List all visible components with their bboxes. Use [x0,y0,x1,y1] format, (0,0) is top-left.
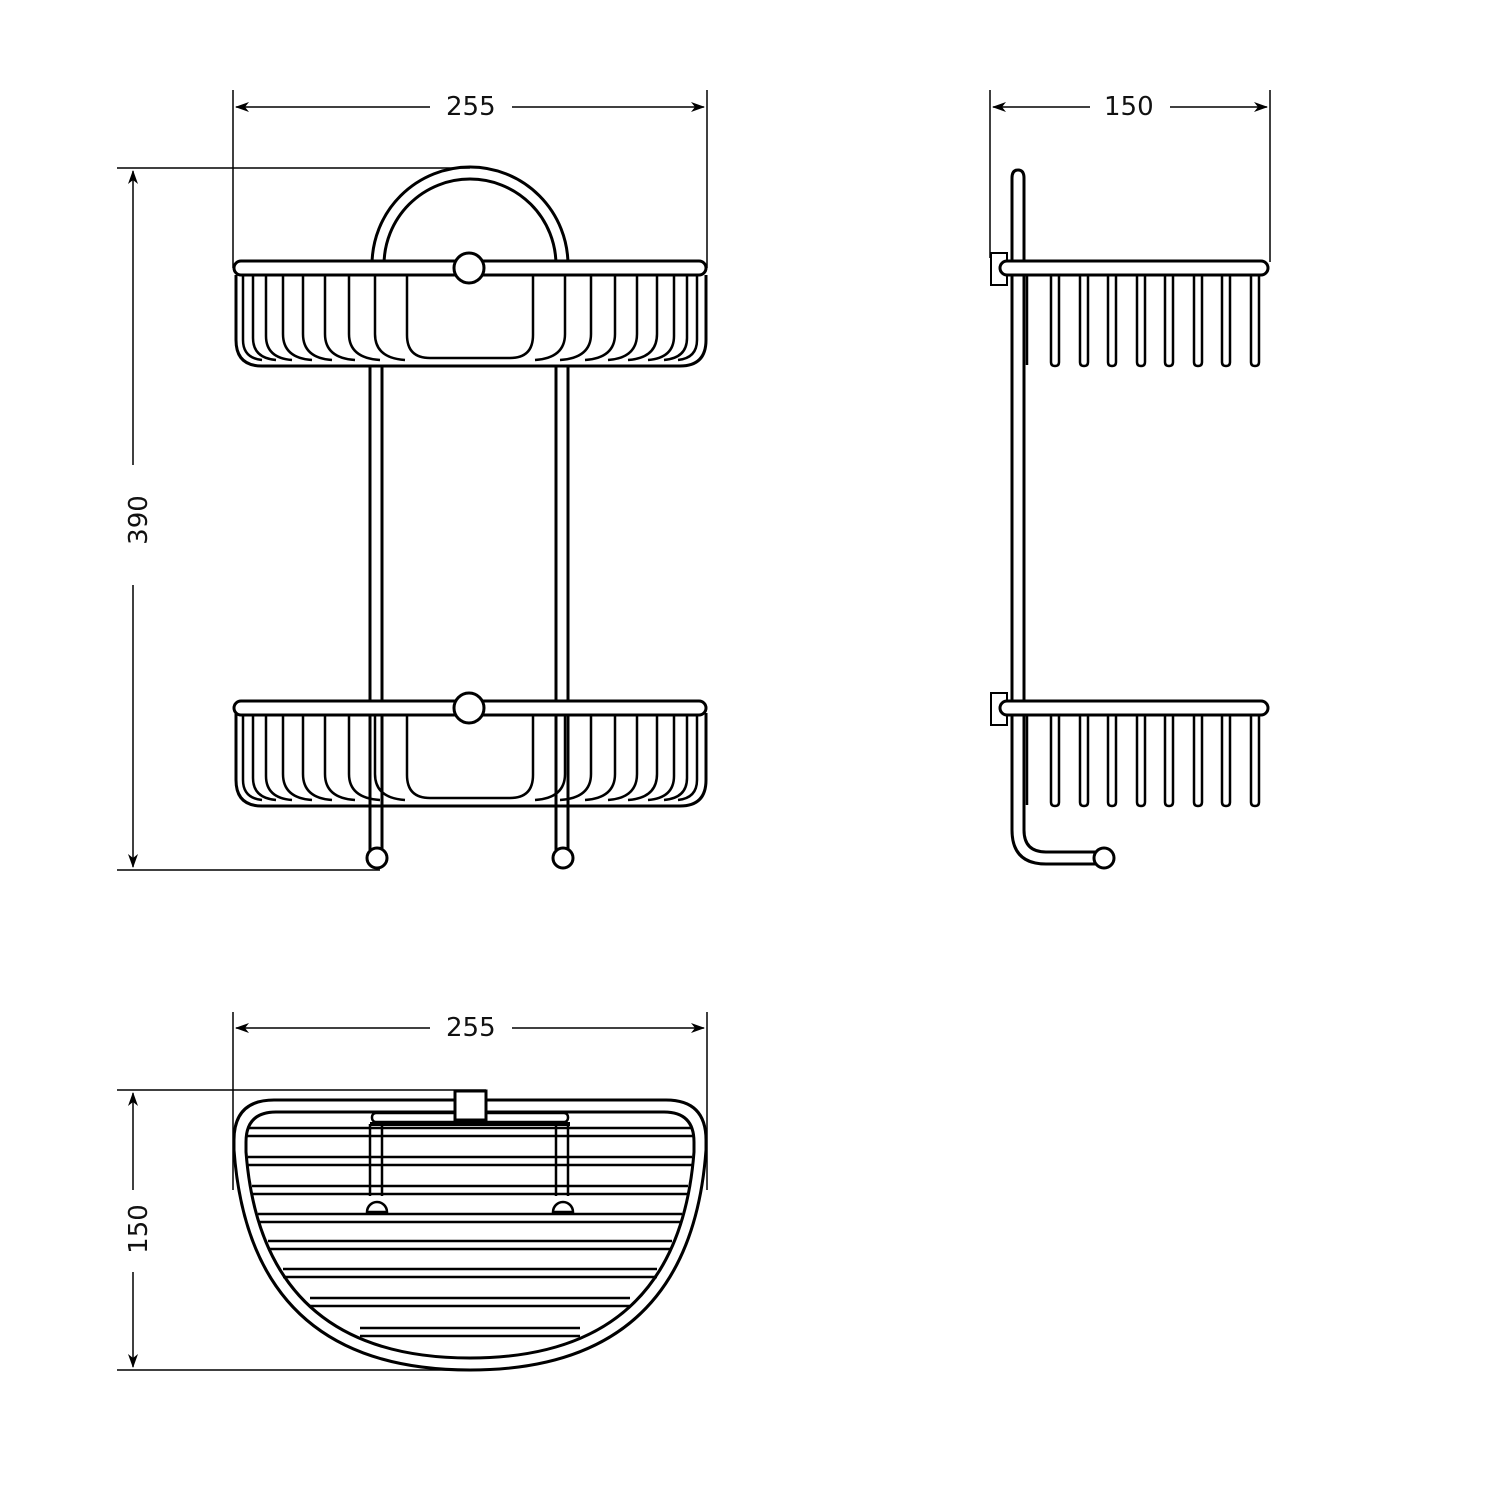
front-width-dimension [232,90,708,268]
upper-basket [232,251,708,368]
front-height-dimension [117,167,470,871]
lower-basket [232,691,708,808]
side-depth-dimension [989,90,1271,262]
front-view [117,90,708,871]
top-depth-dimension [117,1089,486,1371]
top-width-dimension [232,1012,708,1190]
side-depth-label: 150 [1098,92,1160,122]
front-width-label: 255 [440,92,502,122]
side-view [989,90,1271,870]
top-view [117,1012,708,1372]
top-depth-label: 150 [123,1198,154,1260]
front-height-label: 390 [123,489,154,551]
top-width-label: 255 [440,1013,502,1043]
